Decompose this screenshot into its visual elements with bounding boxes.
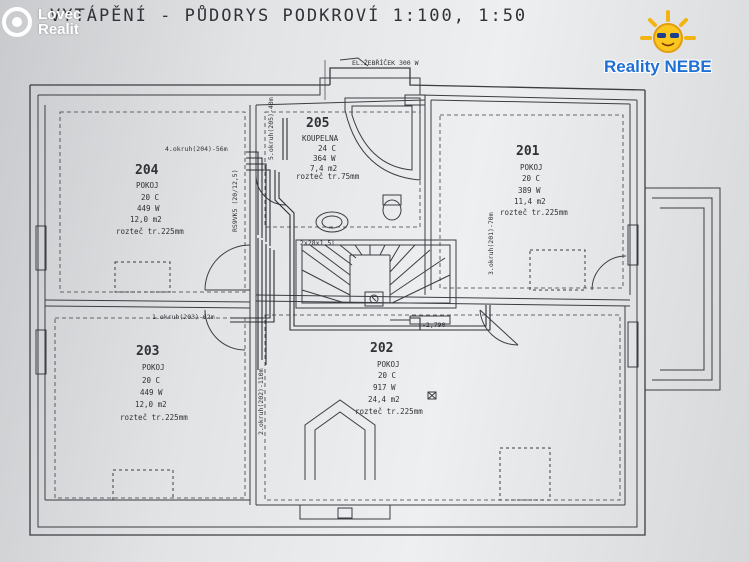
room-area: 11,4 m2	[514, 197, 546, 206]
room-spacing: rozteč tr.225mm	[120, 413, 188, 422]
drawing-title: VYTÁPĚNÍ - PŮDORYS PODKROVÍ 1:100, 1:50	[50, 6, 528, 26]
watermark-line2: Realit	[38, 21, 79, 38]
pipe-spec-label: 2x28x1,5l	[300, 239, 336, 247]
reality-nebe-watermark: Reality NEBE	[604, 57, 712, 76]
doors	[204, 174, 627, 351]
level-marker-box	[409, 315, 451, 325]
room-area: 12,0 m2	[135, 400, 167, 409]
room-spacing: rozteč tr.225mm	[500, 208, 568, 217]
room-temp: 20 C	[142, 376, 161, 385]
room-name: POKOJ	[142, 363, 165, 372]
room-spacing: rozteč tr.75mm	[296, 172, 360, 181]
room-power: 364 W	[313, 154, 336, 163]
watermark-line1: Lovec	[38, 6, 82, 23]
room-name: POKOJ	[377, 360, 400, 369]
room-temp: 24 C	[318, 144, 337, 153]
heater-label: EL.ŽEBŘÍČEK 300 W	[352, 59, 419, 67]
room-temp: 20 C	[141, 193, 160, 202]
room-number: 202	[370, 341, 394, 356]
outer-walls	[29, 67, 646, 536]
room-number: 204	[135, 163, 159, 178]
sun-logo-icon	[640, 10, 696, 53]
lovec-logo-icon	[2, 7, 32, 37]
circuit-4-label: 4.okruh(204)-56m	[165, 145, 228, 153]
heating-pipes	[230, 118, 491, 370]
bathroom-fixtures	[315, 94, 426, 233]
room-number: 201	[516, 144, 540, 159]
room-power: 389 W	[518, 186, 541, 195]
dormer	[304, 399, 376, 480]
room-area: 12,0 m2	[130, 215, 162, 224]
circuit-2-label: 2.okruh(202)-110m	[257, 368, 265, 435]
windows	[35, 224, 639, 520]
room-spacing: rozteč tr.225mm	[355, 407, 423, 416]
room-power: 449 W	[140, 388, 163, 397]
floor-sensor-marker	[427, 391, 437, 400]
room-temp: 20 C	[522, 174, 541, 183]
room-number: 205	[306, 116, 330, 131]
circuit-5-label: 5.okruh(205)-40m	[267, 97, 275, 160]
heater-leader	[339, 57, 369, 67]
room-area: 24,4 m2	[368, 395, 400, 404]
room-area: 7,4 m2	[310, 164, 338, 173]
manifold-label: RS9VK5 (20/12,5)	[231, 169, 239, 232]
lovec-realit-watermark: Lovec Realit	[0, 0, 81, 44]
room-name: KOUPELNA	[302, 134, 339, 143]
staircase	[295, 239, 457, 309]
room-temp: 20 C	[378, 371, 397, 380]
circuit-1-label: 1.okruh(203)-62m	[152, 313, 215, 321]
interior-walls	[44, 99, 631, 506]
room-name: POKOJ	[136, 181, 159, 190]
room-power: 449 W	[137, 204, 160, 213]
level-mark: -2,790	[422, 321, 446, 329]
room-spacing: rozteč tr.225mm	[116, 227, 184, 236]
terrace	[645, 187, 721, 391]
room-power: 917 W	[373, 383, 396, 392]
circuit-3-label: 3.okruh(201)-70m	[487, 212, 495, 275]
room-name: POKOJ	[520, 163, 543, 172]
dashed-boxes	[112, 249, 586, 501]
room-number: 203	[136, 344, 160, 359]
